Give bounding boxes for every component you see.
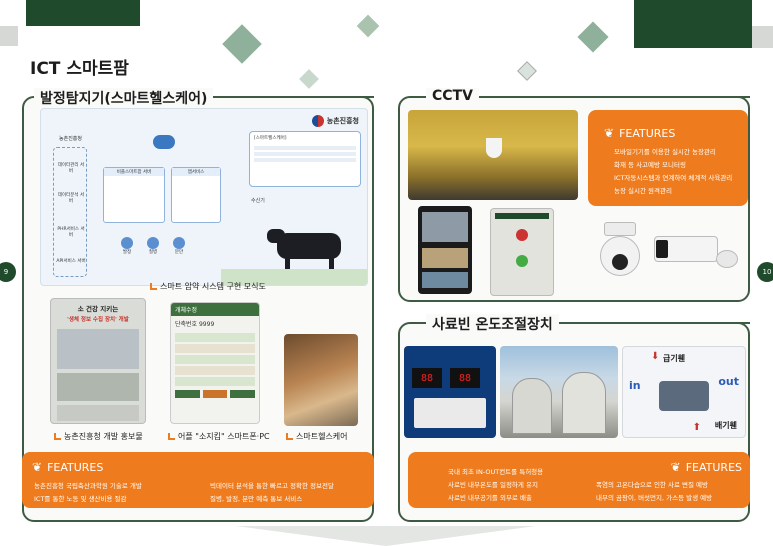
exhaust-fan-label: 배기휀 (714, 421, 737, 430)
ptz-camera (598, 222, 642, 280)
server-item: 데이터관리 서버 (57, 163, 85, 174)
feature-item: 질병, 발정, 분만 예측 통보 서비스 (210, 495, 303, 503)
birth-icon: 분만 (173, 237, 185, 255)
health-features: ❦ FEATURES 농촌진흥청 국립축산과학원 기술로 개발 ICT를 통한 … (22, 452, 374, 508)
section-rule (190, 96, 374, 98)
leaf-icon: ❦ (32, 460, 43, 474)
bullet-camera (654, 234, 740, 270)
org-logo: 농촌진흥청 (311, 115, 359, 127)
photo-caption: 어플 "소지킴" 스마트폰·PC (168, 431, 270, 442)
dome-camera (486, 138, 502, 158)
mobile-monitor-photo (418, 206, 472, 294)
feature-item: 모바일기기를 이용한 실시간 농장관리 (614, 148, 716, 156)
feature-item: 국내 최초 IN-OUT컨트롤 특허청용 (448, 468, 544, 476)
photo-caption: 스마트헬스케어 (286, 431, 348, 442)
features-list-1: 국내 최초 IN-OUT컨트롤 특허청용 사료빈 내부온도를 일정하게 유지 사… (448, 466, 543, 505)
feature-item: ICT자동시스템과 연계하여 체계적 사육관리 (614, 174, 733, 182)
deco-diamond (299, 69, 319, 89)
cctv-section-title: CCTV (426, 88, 479, 104)
page-title: ICT 스마트팜 (30, 59, 129, 79)
deco-diamond (222, 24, 262, 64)
server-item: PHR서비스 서버 (57, 227, 85, 238)
silo-features: ❦ FEATURES 국내 최초 IN-OUT컨트롤 특허청용 사료빈 내부온도… (408, 452, 750, 508)
features-heading: ❦ FEATURES (604, 126, 676, 140)
leaf-icon: ❦ (670, 460, 681, 474)
page-number-right: 10 (757, 262, 773, 282)
in-label: in (629, 379, 641, 392)
diagram-caption: 스마트 암약 시스템 구현 모식도 (150, 281, 266, 292)
app-screenshot: 개체수정 단축번호 9999 (170, 302, 260, 424)
features-heading: ❦ FEATURES (670, 460, 742, 474)
deco-diamond (356, 14, 380, 38)
feature-item: 내부의 곰팡이, 버섯먼지, 가스등 발생 예방 (596, 494, 713, 502)
heat-icon: 발정 (121, 237, 133, 255)
cloud-icon (153, 135, 175, 149)
airflow-diagram: in out 급기휀 ⬇ 배기휀 ⬆ (622, 346, 746, 438)
corner-block-left (26, 0, 140, 26)
promo-poster: 소 건강 지키는 '생체 정보 수집 장치' 개발 (50, 298, 146, 424)
feature-item: 빅데이터 분석을 통한 빠르고 정확한 정보전달 (210, 482, 334, 490)
features-heading: ❦ FEATURES (32, 460, 104, 474)
temp-controller: 88 88 (404, 346, 496, 438)
disease-icon: 질병 (147, 237, 159, 255)
out-label: out (718, 375, 739, 388)
cow-photo (284, 334, 358, 426)
page-number-left: 9 (0, 262, 16, 282)
barn-camera-photo (408, 110, 578, 200)
grey-square-right (752, 26, 773, 48)
features-list-2: 폭염의 고온다습으로 인한 사료 변질 예방 내부의 곰팡이, 버섯먼지, 가스… (596, 479, 712, 505)
features-list: 모바일기기를 이용한 실시간 농장관리 화재 등 사고예방 모니터링 ICT자동… (614, 146, 732, 198)
server-column: 데이터관리 서버 데이터분석 서버 PHR서비스 서버 API서비스 서버 (53, 147, 87, 277)
feature-item: 사료빈 내부온도를 일정하게 유지 (448, 481, 538, 489)
deco-diamond (517, 61, 537, 81)
section-rule (554, 322, 750, 324)
feature-item: 사료빈 내부공기를 외부로 배출 (448, 494, 532, 502)
silo-photo (500, 346, 618, 438)
control-box-photo (490, 208, 554, 296)
system-diagram: 농촌진흥청 농촌진흥청 데이터관리 서버 데이터분석 서버 PHR서비스 서버 … (40, 108, 368, 286)
led-display: 88 (412, 368, 442, 388)
feature-item: 폭염의 고온다습으로 인한 사료 변질 예방 (596, 481, 708, 489)
gateway-label: 수신기 (251, 198, 265, 204)
spec-box: [스마트헬스케어] (249, 131, 361, 187)
deco-diamond (577, 21, 609, 53)
diagram-org-label: 농촌진흥청 (59, 136, 83, 142)
fan-unit (659, 381, 709, 411)
feature-item: ICT를 통한 노동 및 생산비용 절감 (34, 495, 127, 503)
box-a: 비플스마트팜 서버 (103, 167, 165, 223)
features-list-2: 빅데이터 분석을 통한 빠르고 정확한 정보전달 질병, 발정, 분만 예측 통… (210, 480, 334, 506)
corner-block-right (634, 0, 752, 48)
cctv-features: ❦ FEATURES 모바일기기를 이용한 실시간 농장관리 화재 등 사고예방… (588, 110, 748, 206)
feature-item: 화재 등 사고예방 모니터링 (614, 161, 686, 169)
bottom-triangle (236, 526, 536, 546)
feature-item: 농촌진흥청 국립축산과학원 기술로 개발 (34, 482, 142, 490)
health-section-title: 발정탐지기(스마트헬스케어) (34, 88, 214, 108)
section-rule (474, 96, 750, 98)
feature-item: 농장 실시간 원격관리 (614, 187, 672, 195)
cow-illustration (267, 227, 355, 269)
server-item: API서비스 서버 (56, 259, 86, 264)
led-display: 88 (450, 368, 480, 388)
silo-section-title: 사료빈 온도조절장치 (426, 314, 559, 334)
caption-marker (150, 283, 157, 290)
features-list-1: 농촌진흥청 국립축산과학원 기술로 개발 ICT를 통한 노동 및 생산비용 절… (34, 480, 142, 506)
grass (221, 269, 367, 285)
box-b: 앱서비스 (171, 167, 221, 223)
server-item: 데이터분석 서버 (57, 193, 85, 204)
grey-square-left (0, 26, 18, 46)
photo-caption: 농촌진흥청 개발 홍보물 (54, 431, 143, 442)
icon-row: 발정 질병 분만 (121, 237, 185, 255)
leaf-icon: ❦ (604, 126, 615, 140)
up-arrow-icon: ⬆ (692, 422, 701, 433)
supply-fan-label: 급기휀 (663, 354, 686, 363)
down-arrow-icon: ⬇ (651, 351, 660, 362)
